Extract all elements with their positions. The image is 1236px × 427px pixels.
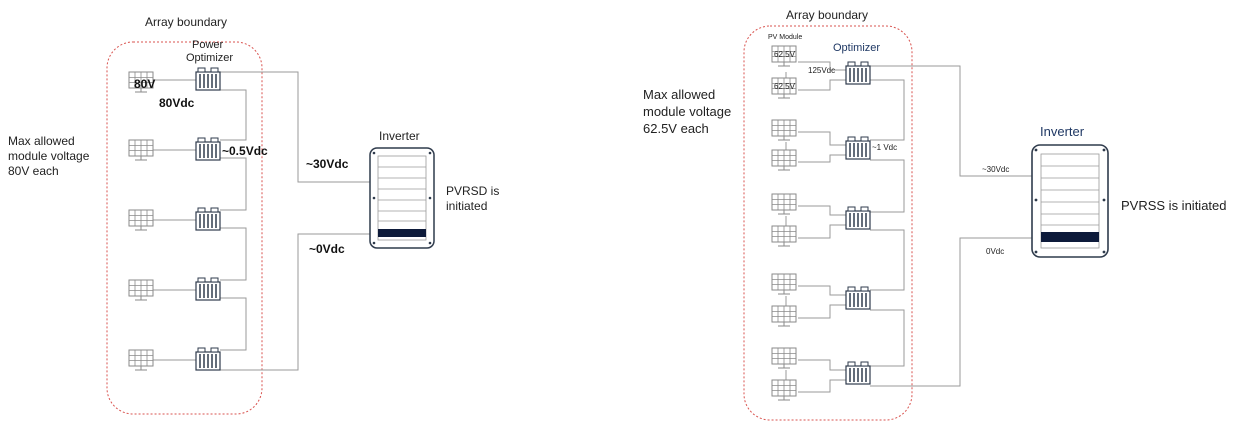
solar-panel-icon [771, 305, 797, 327]
solar-panel-icon [771, 273, 797, 295]
right-optimizers [845, 61, 871, 385]
right-optimizer-voltage-label: ~1 Vdc [872, 143, 897, 152]
left-diagram: Array boundary Power Optimizer [8, 15, 499, 415]
left-side-note-line1: Max allowed [8, 134, 75, 148]
left-modules [128, 71, 154, 371]
left-optimizers [195, 67, 221, 371]
inverter-icon [369, 147, 435, 249]
power-optimizer-icon [845, 206, 871, 230]
right-diagram: Array boundary PV Module Optimizer [643, 8, 1227, 421]
solar-panel-icon [128, 279, 154, 301]
left-inverter-label: Inverter [379, 129, 420, 143]
solar-panel-icon [771, 379, 797, 401]
power-optimizer-icon [195, 207, 221, 231]
solar-panel-icon [771, 119, 797, 141]
right-pair-voltage-label: 125Vdc [808, 66, 835, 75]
right-status-label: PVRSS is initiated [1121, 198, 1227, 213]
power-optimizer-icon [195, 137, 221, 161]
power-optimizer-icon [845, 136, 871, 160]
right-array-boundary-label: Array boundary [786, 8, 868, 22]
right-inverter-label: Inverter [1040, 124, 1085, 139]
solar-panel-icon [128, 349, 154, 371]
left-string-voltage-label: 80Vdc [159, 96, 195, 110]
right-minus-voltage-label: 0Vdc [986, 247, 1004, 256]
left-optimizer-label-2: Optimizer [186, 52, 233, 64]
left-wiring [153, 71, 370, 371]
power-optimizer-icon [845, 61, 871, 85]
power-optimizer-icon [845, 286, 871, 310]
right-array-boundary [743, 25, 913, 421]
solar-panel-icon [128, 209, 154, 231]
left-optimizer-voltage-label: ~0.5Vdc [222, 144, 268, 158]
solar-panel-icon [771, 347, 797, 369]
right-plus-voltage-label: ~30Vdc [982, 165, 1009, 174]
left-optimizer-label-1: Power [192, 39, 224, 51]
solar-panel-icon [771, 225, 797, 247]
right-module-voltage-1: 62.5V [774, 50, 796, 59]
solar-panel-icon [771, 149, 797, 171]
right-side-note-line2: module voltage [643, 104, 731, 119]
left-array-boundary-label: Array boundary [145, 15, 227, 29]
power-optimizer-icon [195, 277, 221, 301]
right-side-note-line1: Max allowed [643, 87, 715, 102]
power-optimizer-icon [195, 347, 221, 371]
left-module-voltage-label: 80V [134, 77, 155, 91]
right-module-voltage-2: 62.5V [774, 82, 796, 91]
left-side-note-line2: module voltage [8, 149, 90, 163]
left-status-line2: initiated [446, 199, 487, 213]
right-wiring [785, 61, 1032, 393]
right-optimizer-label: Optimizer [833, 42, 880, 54]
left-minus-voltage-label: ~0Vdc [309, 242, 345, 256]
left-plus-voltage-label: ~30Vdc [306, 157, 349, 171]
solar-panel-icon [771, 193, 797, 215]
right-side-note-line3: 62.5V each [643, 121, 709, 136]
right-module-label: PV Module [768, 34, 802, 41]
left-side-note-line3: 80V each [8, 164, 59, 178]
power-optimizer-icon [195, 67, 221, 91]
left-status-line1: PVRSD is [446, 184, 499, 198]
solar-panel-icon [128, 139, 154, 161]
right-modules [771, 45, 797, 401]
inverter-icon [1031, 144, 1109, 258]
power-optimizer-icon [845, 361, 871, 385]
